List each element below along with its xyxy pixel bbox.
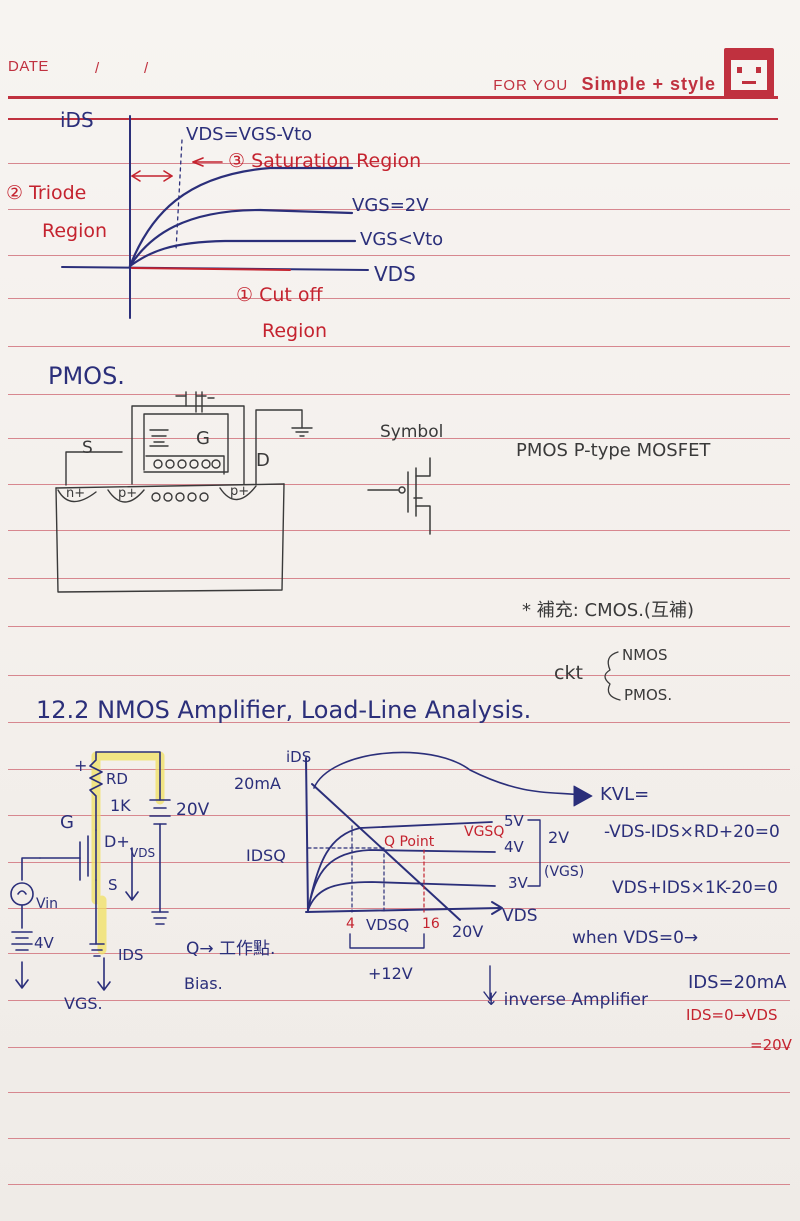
graph1-boundary <box>175 139 183 251</box>
x-tick-16: 16 <box>422 916 440 932</box>
pmos-drain-label: D <box>256 450 270 471</box>
date-label: DATE <box>8 58 49 75</box>
drain-label: D+ <box>104 832 130 851</box>
q-dashes <box>307 825 385 913</box>
p-plus-label: p+ <box>230 484 250 499</box>
x-tick-4: 4 <box>346 916 355 932</box>
inverse-amplifier-note: ↓ inverse Amplifier <box>484 990 648 1010</box>
symbol-label: Symbol <box>380 422 444 442</box>
loadline-x-label: VDS <box>502 906 538 926</box>
vgs-lt-vto-label: VGS<Vto <box>360 229 444 250</box>
header-rule <box>8 96 778 99</box>
ids-zero-note: IDS=0→VDS <box>686 1006 778 1024</box>
rd-label: RD <box>106 770 128 788</box>
kvl-label: KVL= <box>600 784 650 805</box>
date-separator: / <box>144 60 149 77</box>
vin-label: Vin <box>36 896 59 912</box>
delta-vgs-label: 2V <box>548 828 570 847</box>
pmos-description: PMOS P-type MOSFET <box>516 440 711 461</box>
graph1-y-label: iDS <box>60 108 94 132</box>
plus-label: + <box>74 756 88 775</box>
load-line <box>311 783 461 921</box>
vgs-bracket <box>527 819 541 887</box>
swing-label: +12V <box>368 964 413 983</box>
amp-circuit <box>10 751 171 991</box>
vds-20v-result: =20V <box>750 1036 792 1054</box>
q-point-note: Q→ 工作點. <box>186 939 276 959</box>
vgsq-label: VGSQ <box>464 824 505 840</box>
graph1-boundary-label: VDS=VGS-Vto <box>186 124 313 145</box>
ids-max-label: 20mA <box>234 774 281 793</box>
nmos-label: NMOS <box>622 646 668 664</box>
pmos-source-label: S <box>82 438 93 458</box>
date-separator: / <box>95 60 100 77</box>
source-label: S <box>108 876 118 894</box>
brand-text: FOR YOU Simple + style <box>493 74 716 95</box>
ckt-brace <box>604 651 621 701</box>
x-tick-20v: 20V <box>452 922 484 941</box>
ckt-label: ckt <box>554 662 583 684</box>
brand-label: FOR YOU <box>493 77 569 94</box>
kvl-arrowhead <box>573 785 593 807</box>
cutoff-region-label-2: Region <box>262 320 328 342</box>
loadline-axes <box>305 757 503 915</box>
pmos-label: PMOS. <box>624 686 673 704</box>
inverse-arrow <box>483 965 497 1001</box>
q-point-label: Q Point <box>384 834 435 850</box>
gate-label: G <box>60 812 74 833</box>
swing-bracket <box>349 933 425 949</box>
vgs-paren-label: (VGS) <box>544 864 585 880</box>
graph1-curves <box>128 166 357 268</box>
cutoff-stroke <box>131 267 291 271</box>
loadline-y-label: iDS <box>286 748 312 766</box>
p-plus-label: p+ <box>118 486 138 501</box>
graph1-x-label: VDS <box>374 262 416 286</box>
rd-value: 1K <box>110 796 131 815</box>
bias-voltage: 4V <box>34 934 54 952</box>
when-vds-zero: when VDS=0→ <box>572 928 699 948</box>
kvl-equation-1: -VDS-IDS×RD+20=0 <box>604 822 780 842</box>
pmos-device-sketch <box>55 391 313 593</box>
loadline-curves <box>307 821 496 911</box>
idsq-label: IDSQ <box>246 846 286 865</box>
triode-region-label: ② Triode <box>6 182 87 204</box>
vdsq-label: VDSQ <box>366 916 410 934</box>
vgs-2v-label: VGS=2V <box>352 195 429 216</box>
cutoff-region-label: ① Cut off <box>236 284 323 306</box>
brand-script: Simple + style <box>581 74 716 94</box>
bias-note: Bias. <box>184 974 223 993</box>
vds-label: VDS <box>130 846 156 860</box>
curve-3v-label: 3V <box>508 874 528 892</box>
saturation-region-label: ③ Saturation Region <box>228 150 422 172</box>
amplifier-title: 12.2 NMOS Amplifier, Load-Line Analysis. <box>36 696 532 724</box>
ids-20ma-result: IDS=20mA <box>688 972 787 993</box>
curve-4v-label: 4V <box>504 838 524 856</box>
triode-region-label-2: Region <box>42 220 108 242</box>
n-plus-label: n+ <box>66 486 86 501</box>
pmos-symbol <box>367 457 431 535</box>
header-rule-lower <box>8 118 778 120</box>
pmos-gate-label: G <box>196 428 210 449</box>
vgs-label: VGS. <box>64 994 103 1013</box>
cmos-note: * 補充: CMOS.(互補) <box>522 600 694 621</box>
triode-arrow <box>131 157 223 182</box>
curve-5v-label: 5V <box>504 812 524 830</box>
pmos-title: PMOS. <box>48 362 125 390</box>
kvl-equation-2: VDS+IDS×1K-20=0 <box>612 878 778 898</box>
supply-voltage: 20V <box>176 800 210 820</box>
kvl-arrow <box>313 751 587 797</box>
ids-current-label: IDS <box>118 946 144 964</box>
